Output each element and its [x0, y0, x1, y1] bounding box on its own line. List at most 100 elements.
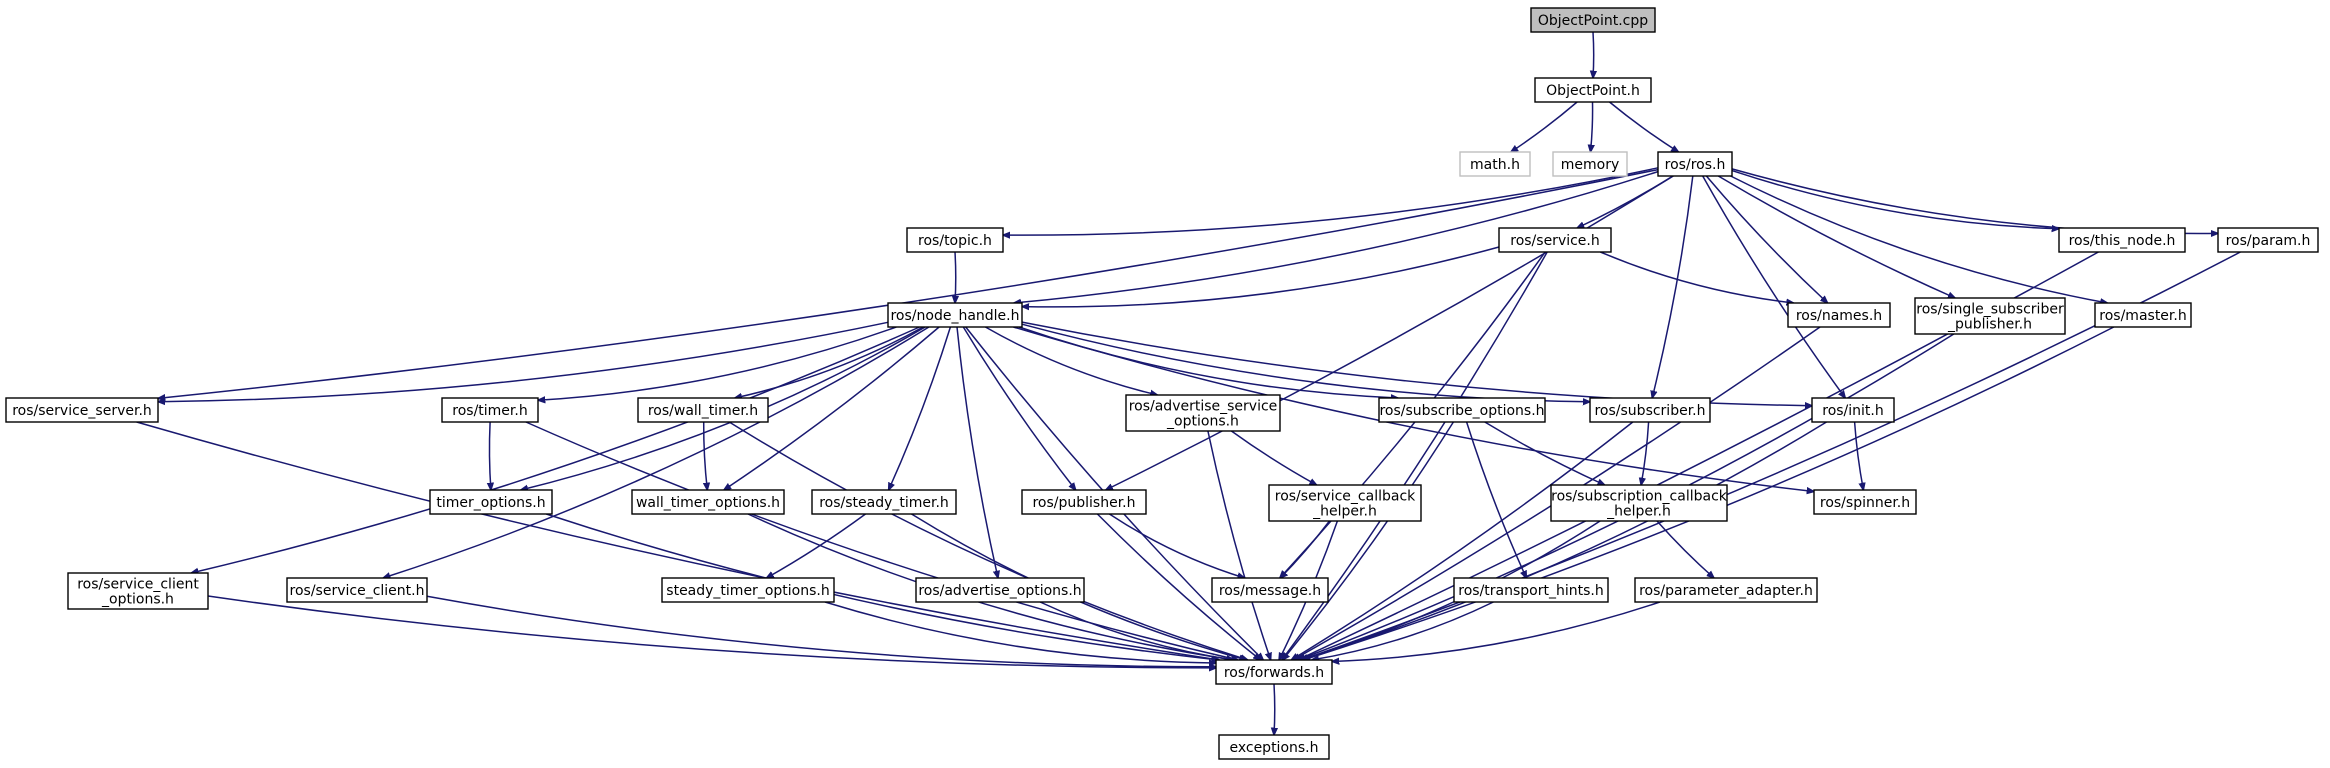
include-edge [1108, 513, 1244, 578]
node-label: ros/init.h [1822, 403, 1884, 419]
edges-layer [136, 31, 2241, 735]
include-edge [1283, 421, 1455, 660]
node-label: ros/service.h [1510, 233, 1600, 249]
node-box [1552, 151, 1628, 177]
node-this-node-h: ros/this_node.h [2058, 227, 2186, 253]
node-label: ros/master.h [2099, 308, 2186, 324]
node-box [1657, 151, 1733, 177]
node-init-h: ros/init.h [1811, 397, 1895, 423]
node-label: _options.h [101, 592, 174, 608]
node-names-h: ros/names.h [1787, 302, 1891, 328]
node-box [1215, 659, 1333, 685]
include-edge [1207, 430, 1271, 660]
include-edge [704, 421, 708, 490]
include-edge [1730, 175, 2108, 303]
node-service-callback-helper-h: ros/service_callback_helper.h [1268, 484, 1422, 522]
include-edge [1465, 421, 1527, 578]
node-service-h: ros/service.h [1498, 227, 1612, 253]
node-exceptions-h: exceptions.h [1218, 734, 1330, 760]
node-box [661, 577, 835, 603]
include-edge [538, 326, 897, 400]
node-master-h: ros/master.h [2094, 302, 2192, 328]
node-box [5, 397, 159, 423]
node-box [1218, 734, 1330, 760]
node-box [631, 489, 785, 515]
include-edge [1039, 601, 1234, 660]
node-box [1459, 151, 1531, 177]
node-label: ros/steady_timer.h [819, 495, 949, 511]
node-box [2217, 227, 2319, 253]
node-label: ros/service_client.h [290, 583, 425, 599]
node-label: ros/wall_timer.h [648, 403, 758, 419]
include-edge [889, 326, 952, 490]
node-forwards-h: ros/forwards.h [1215, 659, 1333, 685]
include-edge [767, 513, 866, 578]
node-label: ros/single_subscriber [1916, 302, 2064, 318]
node-box [915, 577, 1085, 603]
include-edge [1641, 421, 1650, 485]
include-edge [735, 326, 924, 398]
include-edge [1577, 175, 1674, 228]
include-edge [1003, 167, 1659, 235]
include-edge [1291, 421, 1634, 660]
node-memory: memory [1552, 151, 1628, 177]
node-box [1811, 397, 1895, 423]
node-box[interactable] [1534, 77, 1652, 103]
include-edge [1593, 31, 1594, 78]
node-label: ros/service_client [77, 577, 199, 593]
node-label: ros/service_server.h [12, 403, 152, 419]
include-edge [525, 421, 1238, 660]
node-label: ObjectPoint.cpp [1538, 13, 1648, 29]
node-box [906, 227, 1004, 253]
node-objectpoint-cpp: ObjectPoint.cpp [1530, 7, 1656, 33]
node-message-h: ros/message.h [1211, 577, 1329, 603]
node-box [1021, 489, 1147, 515]
node-objectpoint-h[interactable]: ObjectPoint.h [1534, 77, 1652, 103]
node-publisher-h: ros/publisher.h [1021, 489, 1147, 515]
include-edge [1106, 175, 1674, 490]
include-edge [191, 326, 920, 573]
include-edge [1301, 421, 1827, 660]
node-label: wall_timer_options.h [636, 495, 780, 511]
include-edge [207, 595, 1216, 668]
include-edge [546, 513, 1218, 660]
include-edge [489, 421, 490, 490]
node-label: ros/transport_hints.h [1458, 583, 1603, 599]
include-edge [1230, 430, 1316, 485]
node-label: ros/advertise_options.h [918, 583, 1081, 599]
include-edge [1591, 101, 1593, 152]
node-box [441, 397, 539, 423]
node-box [2058, 227, 2186, 253]
node-label: ObjectPoint.h [1546, 83, 1640, 99]
node-label: ros/advertise_service [1129, 399, 1278, 415]
node-label: ros/node_handle.h [890, 308, 1019, 324]
node-box [1813, 489, 1917, 515]
include-edge [724, 326, 940, 490]
node-label: steady_timer_options.h [666, 583, 829, 599]
include-edge [1022, 246, 1500, 307]
node-steady-timer-options-h: steady_timer_options.h [661, 577, 835, 603]
node-advertise-options-h: ros/advertise_options.h [915, 577, 1085, 603]
node-label: memory [1561, 157, 1620, 173]
include-edge [1609, 101, 1679, 152]
node-advertise-service-options-h: ros/advertise_service_options.h [1125, 394, 1281, 432]
node-box [1453, 577, 1609, 603]
include-edge [1096, 513, 1260, 660]
node-label: exceptions.h [1229, 740, 1318, 756]
node-box [2094, 302, 2192, 328]
node-label: math.h [1470, 157, 1520, 173]
node-label: ros/subscribe_options.h [1379, 403, 1544, 419]
node-label: ros/names.h [1796, 308, 1882, 324]
include-edge [158, 168, 1659, 399]
node-service-server-h: ros/service_server.h [5, 397, 159, 423]
node-node-handle-h: ros/node_handle.h [887, 302, 1023, 328]
node-label: timer_options.h [436, 495, 545, 511]
include-edge [824, 601, 1216, 663]
include-edge [136, 421, 1220, 660]
node-param-h: ros/param.h [2217, 227, 2319, 253]
node-box [1634, 577, 1818, 603]
include-edge [1280, 520, 1331, 578]
node-box [1211, 577, 1329, 603]
node-box [1914, 297, 2066, 335]
